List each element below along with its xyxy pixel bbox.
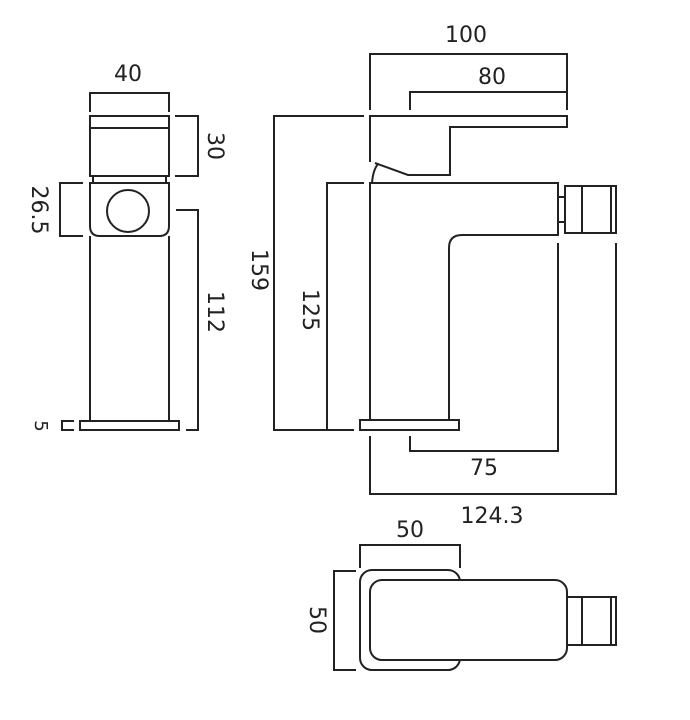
knob-circle <box>106 189 150 233</box>
dim-body-height-line <box>176 209 199 431</box>
dim-top-width-label: 50 <box>396 518 424 543</box>
dim-spout-height-label: 125 <box>297 289 322 331</box>
dim-width-label: 40 <box>114 62 142 87</box>
dim-body-top-label: 26.5 <box>26 186 51 235</box>
dim-handle-length-label: 80 <box>478 65 506 90</box>
knob-top-lines <box>581 597 612 645</box>
dim-handle-height-line <box>175 115 199 177</box>
handle-connector <box>92 176 167 183</box>
top-view: 50 50 <box>304 518 617 671</box>
side-base-plate <box>359 419 460 431</box>
dim-total-height-label: 159 <box>246 249 271 291</box>
lever-outline-top <box>369 579 568 661</box>
knob-connector <box>557 196 566 223</box>
side-view: 100 80 159 125 75 124.3 <box>246 23 617 529</box>
lever-pivot <box>371 163 379 184</box>
dim-overall-depth-label: 124.3 <box>461 504 524 529</box>
dim-top-depth-line <box>333 570 356 671</box>
dim-spout-reach-line <box>409 243 559 452</box>
lever-outline <box>369 115 568 176</box>
dim-handle-length-line <box>409 91 567 110</box>
spout-body <box>369 182 559 420</box>
body-outline <box>89 236 170 421</box>
dim-top-width-line <box>359 544 461 568</box>
knob-top <box>566 596 617 646</box>
dim-base-label: 5 <box>30 420 51 431</box>
dim-overall-length-label: 100 <box>445 23 487 48</box>
dim-overall-depth-line <box>369 243 617 495</box>
dim-body-height-label: 112 <box>202 291 227 333</box>
dim-total-height-line <box>273 115 364 431</box>
handle-outline <box>89 115 170 177</box>
dim-base-line <box>61 420 74 431</box>
base-plate <box>79 420 180 431</box>
dim-handle-height-label: 30 <box>202 132 227 160</box>
front-view: 40 30 26.5 112 5 <box>26 62 227 432</box>
dim-spout-reach-label: 75 <box>470 456 498 481</box>
knob-side <box>564 185 617 234</box>
dim-width-line <box>89 92 170 112</box>
dim-overall-length-line <box>369 53 568 110</box>
dim-top-depth-label: 50 <box>304 606 329 634</box>
dim-spout-height-line <box>326 182 364 430</box>
knob-side-lines <box>581 186 612 233</box>
body-top-outline <box>89 182 170 237</box>
dim-body-top-line <box>59 182 83 237</box>
